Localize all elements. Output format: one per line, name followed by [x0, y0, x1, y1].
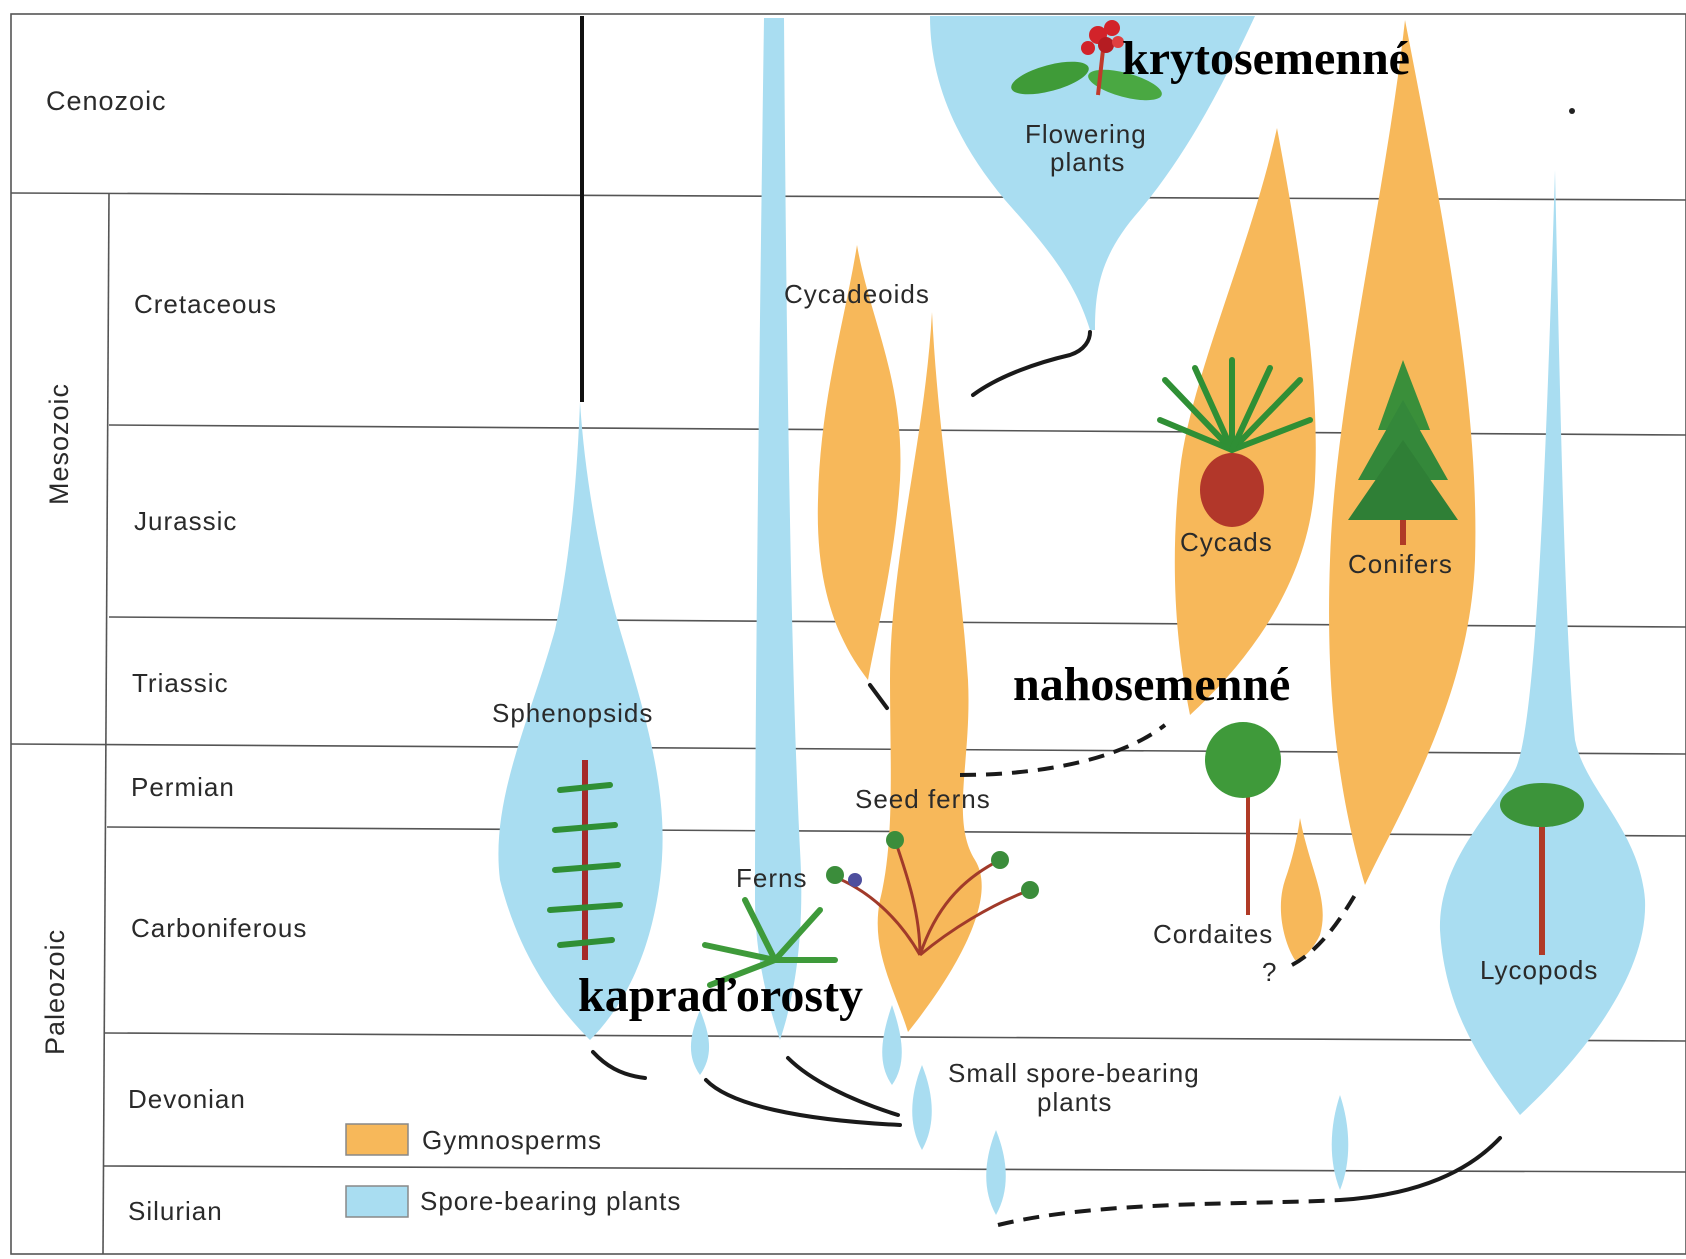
period-label-triassic: Triassic [132, 668, 229, 698]
label-small-spore-line1: Small spore-bearing [948, 1058, 1200, 1088]
overlay-nahosemenne: nahosemenné [1013, 658, 1290, 711]
era-label-mesozoic: Mesozoic [44, 383, 74, 505]
period-label-permian: Permian [131, 772, 235, 802]
label-small-spore-line2: plants [1037, 1087, 1112, 1117]
link-lycopods-dashed [998, 1200, 1340, 1225]
mesozoic-paleozoic-boundary [11, 744, 1686, 754]
label-cycads: Cycads [1180, 527, 1273, 557]
period-label-jurassic: Jurassic [134, 506, 237, 536]
period-label-cretaceous: Cretaceous [134, 289, 277, 319]
cordaites-illustration [1205, 722, 1281, 915]
legend-label-spore-bearing: Spore-bearing plants [420, 1186, 681, 1216]
small-spore-blob-2 [882, 1005, 902, 1085]
link-ferns [706, 1080, 900, 1125]
link-ferns-2 [788, 1058, 898, 1115]
link-flowering [973, 332, 1090, 395]
label-cordaites: Cordaites [1153, 919, 1273, 949]
legend-swatch-spore-bearing [346, 1186, 408, 1217]
small-spore-blob-3 [912, 1065, 932, 1150]
label-ferns: Ferns [736, 863, 807, 893]
label-sphenopsids: Sphenopsids [492, 698, 653, 728]
label-lycopods: Lycopods [1480, 955, 1598, 985]
legend-swatch-gymnosperms [346, 1124, 408, 1155]
period-label-carboniferous: Carboniferous [131, 913, 307, 943]
era-label-paleozoic: Paleozoic [40, 929, 70, 1055]
overlay-kapradorosty: kapraďorosty [578, 969, 863, 1022]
period-label-devonian: Devonian [128, 1084, 246, 1114]
label-conifers: Conifers [1348, 549, 1453, 579]
stray-dot [1569, 108, 1575, 114]
link-lycopods [1340, 1138, 1500, 1200]
legend: Gymnosperms Spore-bearing plants [346, 1124, 681, 1217]
era-column-divider [103, 193, 109, 1254]
legend-label-gymnosperms: Gymnosperms [422, 1125, 602, 1155]
devonian-silurian-boundary [103, 1166, 1686, 1172]
label-seed-ferns: Seed ferns [855, 784, 991, 814]
cycadeoids-shape [818, 245, 901, 680]
label-flowering-line1: Flowering [1025, 119, 1147, 149]
period-label-silurian: Silurian [128, 1196, 223, 1226]
label-flowering-line2: plants [1050, 147, 1125, 177]
label-question: ? [1262, 957, 1277, 987]
small-spore-blob-4 [986, 1130, 1006, 1215]
overlay-krytosemenne: krytosemenné [1122, 32, 1410, 85]
cordaites-shape [1281, 818, 1323, 960]
small-spore-blob-5 [1332, 1095, 1349, 1190]
era-label-cenozoic: Cenozoic [46, 86, 167, 116]
label-cycadeoids: Cycadeoids [784, 279, 930, 309]
link-cycadeoids [870, 685, 887, 708]
link-sphenopsids [593, 1052, 645, 1078]
